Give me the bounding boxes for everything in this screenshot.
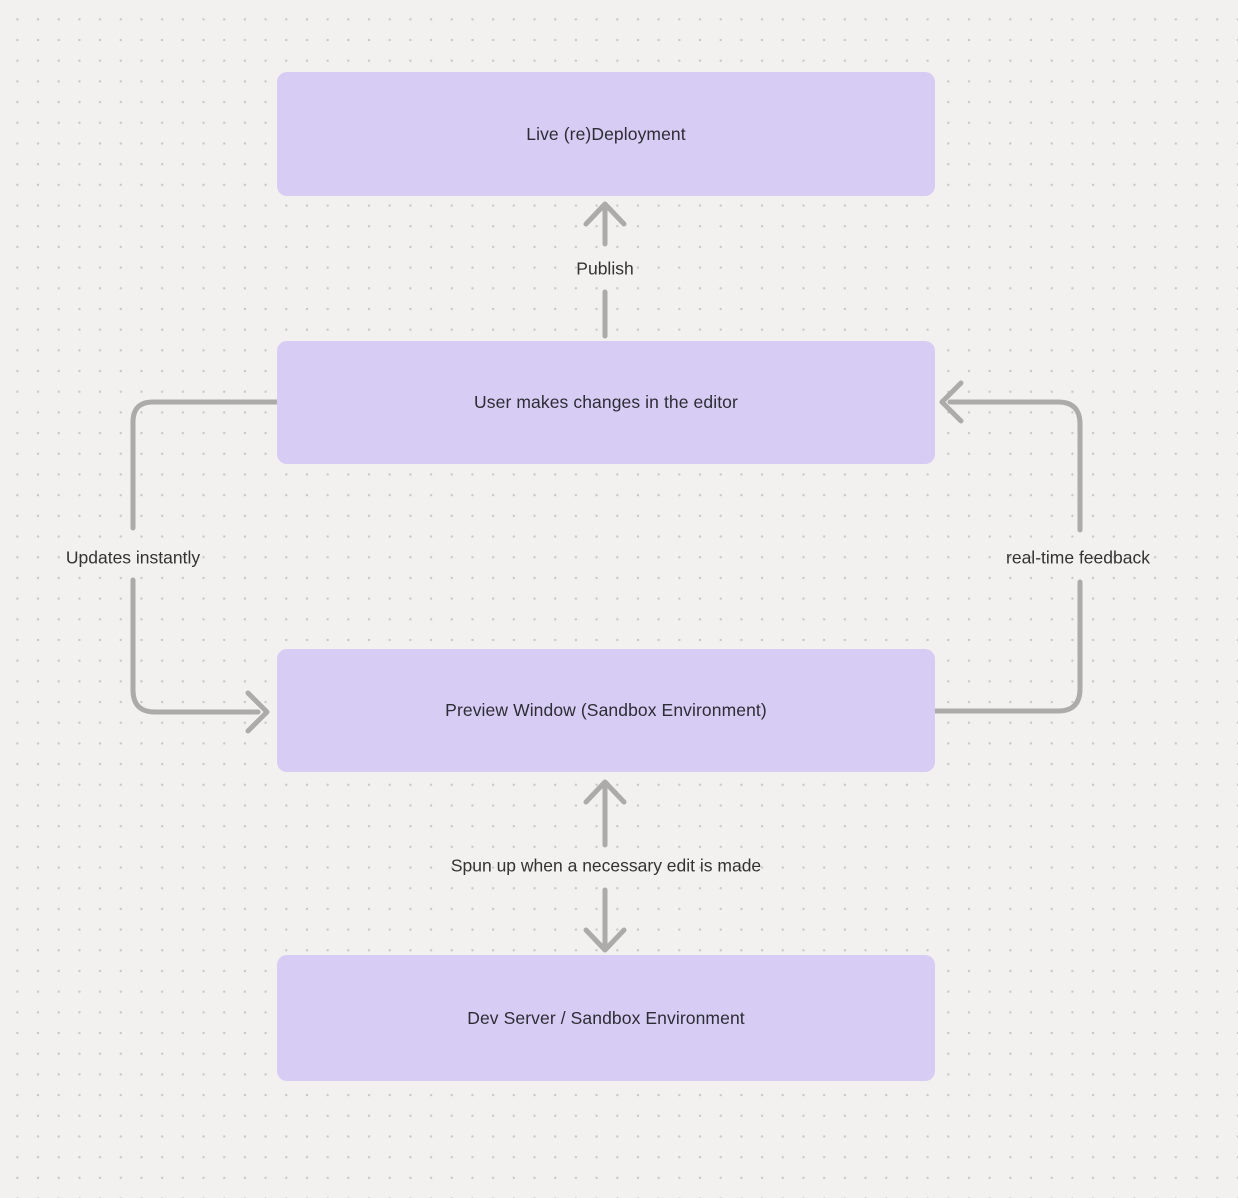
arrow-updates-instantly-bottom: [130, 577, 261, 715]
arrow-publish-head-segment: [583, 201, 627, 247]
edge-label-publish: Publish: [576, 258, 634, 279]
edge-label-realtime-feedback: real-time feedback: [1006, 547, 1150, 568]
edge-label-updates-instantly: Updates instantly: [65, 547, 201, 568]
node-user-editor[interactable]: User makes changes in the editor: [277, 341, 935, 464]
node-user-editor-label: User makes changes in the editor: [474, 392, 738, 412]
node-live-redeployment-label: Live (re)Deployment: [526, 123, 686, 144]
arrow-realtime-feedback-arrowhead: [939, 380, 964, 424]
node-dev-server[interactable]: Dev Server / Sandbox Environment: [277, 955, 935, 1081]
arrow-updates-instantly-top: [130, 399, 283, 531]
node-dev-server-label: Dev Server / Sandbox Environment: [467, 1007, 745, 1028]
arrow-spun-up-upward: [583, 779, 627, 848]
node-preview-window-label: Preview Window (Sandbox Environment): [445, 700, 767, 720]
arrow-updates-instantly-arrowhead: [245, 690, 270, 734]
arrow-realtime-feedback-bottom: [932, 579, 1083, 714]
edge-label-spun-up: Spun up when a necessary edit is made: [450, 855, 762, 876]
arrow-spun-up-downward: [583, 887, 627, 953]
arrow-realtime-feedback-top: [947, 399, 1083, 533]
node-live-redeployment[interactable]: Live (re)Deployment: [277, 72, 935, 196]
node-preview-window[interactable]: Preview Window (Sandbox Environment): [277, 649, 935, 772]
